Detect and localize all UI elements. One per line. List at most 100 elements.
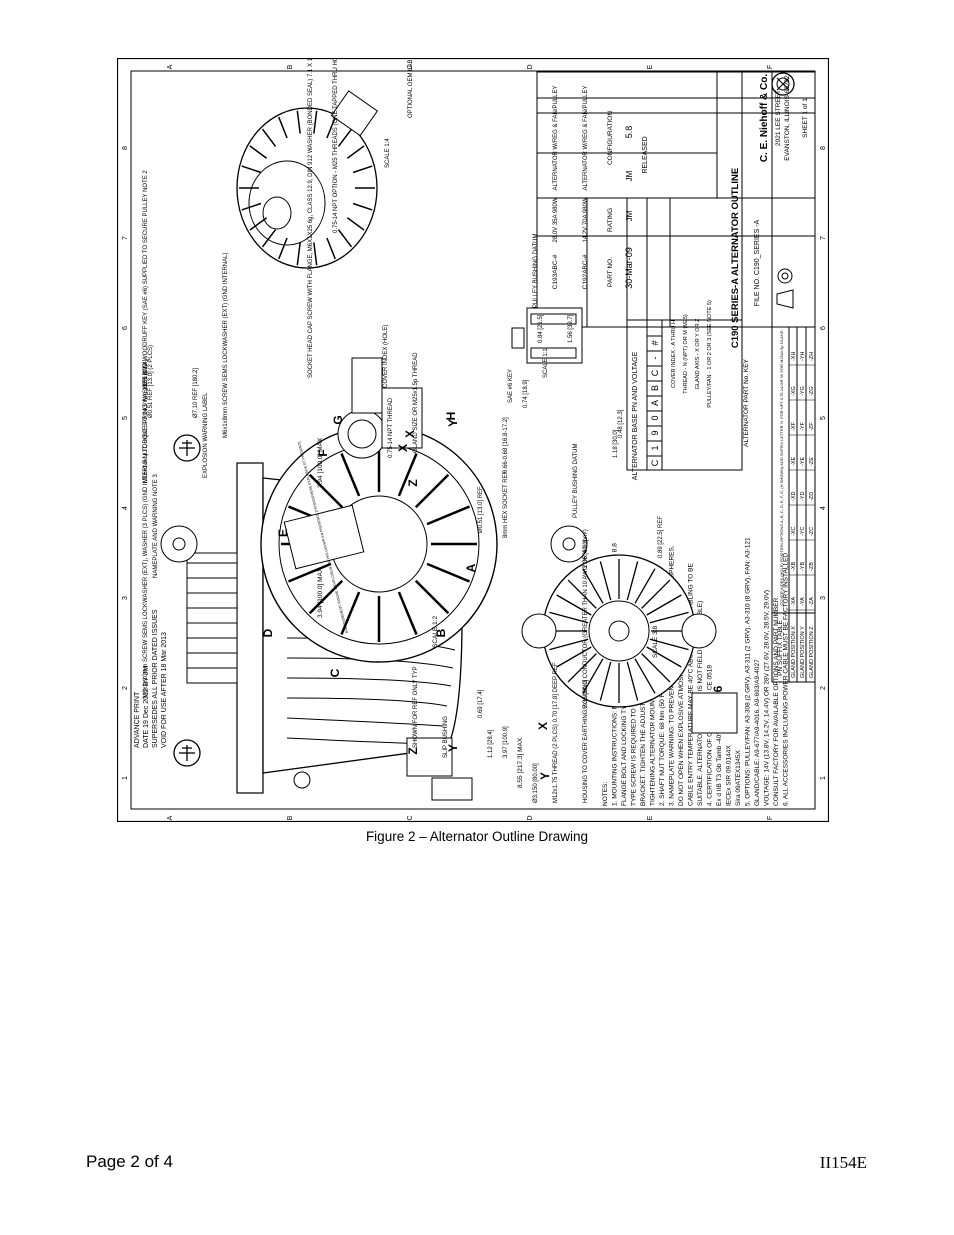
suffix-cell: -YH xyxy=(800,352,806,362)
zone-number: 5 xyxy=(820,416,827,420)
pn-key-char: - xyxy=(650,357,660,360)
part-row-2-rating: 14.2V 70A 980W xyxy=(583,197,589,242)
pn-key-char: A xyxy=(650,400,660,406)
dim-397: 3.97 [100.9] xyxy=(503,726,509,758)
note-line: 5. OPTIONS: PULLEY/FAN: A3-308 (2 GRV), … xyxy=(745,537,752,806)
suffix-row-label: GLAND POSITION X xyxy=(791,626,797,678)
explosion-warning-callout: EXPLOSION WARNING LABEL xyxy=(203,392,209,478)
note-line: CABLE ENTRY TEMPERATURE MAY BE 40°C ABOV… xyxy=(687,563,695,806)
dim-066: 0.66-0.68 [16.8-17.2] xyxy=(503,417,509,473)
pn-key-char: # xyxy=(650,340,660,345)
suffix-cell: -XC xyxy=(791,527,797,537)
pn-key-char: 1 xyxy=(650,445,660,450)
zone-number: 7 xyxy=(820,236,827,240)
shown-ref-callout: SHOWN FOR REF ONLY TYP xyxy=(413,666,419,748)
zone-number: 1 xyxy=(122,776,129,780)
suffix-cell: -XF xyxy=(791,422,797,432)
pulley-key-detail xyxy=(511,307,583,364)
note-line: Sira 09ATEX1345X xyxy=(735,749,742,806)
file-number: FILE NO. C190_SERIES -A xyxy=(754,219,761,306)
position-G: G xyxy=(331,415,345,424)
dim-236-b: 2.36 [60.0] xyxy=(583,679,589,708)
rear-view-alternator xyxy=(521,554,738,734)
note-line: 4. CERTIFICATION OF COMPLIANCE: CE 0518 xyxy=(707,665,714,806)
iso-view-alternator xyxy=(236,90,379,269)
suffix-title: PN SUFFIX TABLE xyxy=(777,619,784,675)
part-row-2-config: ALTERNATOR W/REG & FAN/PULLEY xyxy=(583,85,589,190)
part-row-1-part: C193ABC-# xyxy=(552,254,559,289)
cover-index-callout: COVER INDEX (HOLE) xyxy=(383,325,389,388)
suffix-cell: -XA xyxy=(791,597,797,607)
zone-number: 4 xyxy=(820,506,827,510)
suffix-cell: -XB xyxy=(791,562,797,572)
part-no-header: PART NO. xyxy=(607,257,614,287)
zone-letter: C xyxy=(407,64,414,69)
company-name: C. E. Niehoff & Co. xyxy=(759,74,770,163)
note-line: 2. SHAFT NUT TORQUE: 68 Nm (50 FT LB) xyxy=(659,678,666,806)
position-H: H xyxy=(444,412,458,421)
company-address-2: EVANSTON, ILLINOIS 60202 xyxy=(784,75,791,161)
zone-number: 4 xyxy=(122,506,129,510)
dim-7102: Ø7.10 REF [180.2] xyxy=(193,368,199,418)
suffix-cell: -YG xyxy=(800,386,806,396)
optional-label-callout: OPTIONAL OEM LABEL LOCATIONS xyxy=(408,58,414,118)
nameplate-callout: NAMEPLATE AND WARNING NOTE 3 xyxy=(153,474,159,578)
m12-thread-callout: M12x1.75 THREAD (2 PLCS) 0.70 [17.8] DEE… xyxy=(553,662,559,803)
part-row-1-rating: 28.0V 35A 980W xyxy=(553,197,559,242)
sae-key-callout: SAE #6 KEY xyxy=(508,369,514,403)
zone-letter: E xyxy=(647,64,654,69)
advance-print-void: VOID FOR USE AFTER 18 Mar 2013 xyxy=(161,632,168,748)
gland-axis-Z: Z xyxy=(406,479,420,486)
dim-3150: Ø3.150 [80.00] xyxy=(533,763,539,803)
note-line: DO NOT OPEN WHEN EXPLOSIVE ATMOSPHERES A… xyxy=(678,601,685,806)
suffix-row-label: GLAND POSITION Z xyxy=(809,626,815,678)
suffix-header-note: COVER INDEX (HOLE) POSITION OPTIONS A, B… xyxy=(779,330,784,605)
note-line: Ex d IIB T3 Gb Tamb -40°C to +93°C xyxy=(715,700,723,806)
position-D: D xyxy=(261,628,275,637)
position-B: B xyxy=(434,628,448,637)
suffix-cell: -YD xyxy=(800,492,806,502)
suffix-cell: -XG xyxy=(791,386,797,396)
socket-cap-callout: SOCKET HEAD CAP SCREW WITH FLANGE, M6X1X… xyxy=(308,58,314,378)
position-C: C xyxy=(328,668,342,677)
max-855-dimension: 8.55 [217.3] MAX xyxy=(517,737,524,788)
suffix-cell: -XH xyxy=(791,352,797,362)
suffix-cell: -ZD xyxy=(809,492,815,501)
suffix-cell: -ZB xyxy=(809,562,815,571)
npt-thread-callout: 0.75-14 NPT THREAD xyxy=(388,397,394,458)
zone-number: 6 xyxy=(820,326,827,330)
dim-074: 0.74 [18.9] xyxy=(523,379,529,408)
note-line: BRACKET. TIGHTEN THE ADJUSTING BRACKET B… xyxy=(640,629,647,806)
release-status: RELEASED xyxy=(642,136,649,173)
position-E: E xyxy=(276,529,290,537)
outer-border xyxy=(117,58,829,822)
note-line: TYPE SCREW IS REQUIRED TO CLAMP UP BELT … xyxy=(631,618,638,806)
suffix-row-label: GLAND POSITION Y xyxy=(800,626,806,678)
suffix-cell: -YC xyxy=(800,527,806,537)
option-thread-callout: 0.75-14 NPT OPTION - M25 THREADS (ONE TA… xyxy=(333,58,339,233)
advance-print-date: DATE 19 Dec 2012 BY JM xyxy=(143,666,150,748)
gland-axis-X3: X xyxy=(396,444,410,452)
title-block: C190 SERIES-A ALTERNATOR OUTLINE C. E. N… xyxy=(536,71,816,348)
pn-key-char: C xyxy=(650,369,660,376)
zone-number: 2 xyxy=(122,686,129,690)
zone-letter: F xyxy=(767,816,774,820)
dim-069-top: 0.69 [17.4] xyxy=(143,359,149,388)
page-number: Page 2 of 4 xyxy=(86,1152,173,1171)
config-header: CONFIGURATION xyxy=(607,111,614,165)
housing-earth-callout: HOUSING TO COVER EARTHING/BONDING CONDUC… xyxy=(583,529,589,803)
suffix-cell: -YF xyxy=(800,422,806,432)
key-detail-scale: SCALE 1:1 xyxy=(543,348,549,378)
suffix-cell: -ZE xyxy=(809,457,815,466)
gland-axis-Y3: Y xyxy=(446,744,460,752)
pulley-bushing-datum: PULLEY BUSHING DATUM xyxy=(573,444,579,518)
zone-number: 3 xyxy=(820,596,827,600)
suffix-cell: -ZF xyxy=(809,422,815,431)
suffix-cell: -XE xyxy=(791,457,797,467)
dim-084: 0.84 [21.5] xyxy=(538,314,544,343)
dim-089: 0.89 [22.5] REF xyxy=(658,516,664,558)
pn-key-char: 0 xyxy=(650,415,660,420)
zone-letter: D xyxy=(527,64,534,69)
side-view-scale: SCALE 1:2 xyxy=(432,615,439,648)
